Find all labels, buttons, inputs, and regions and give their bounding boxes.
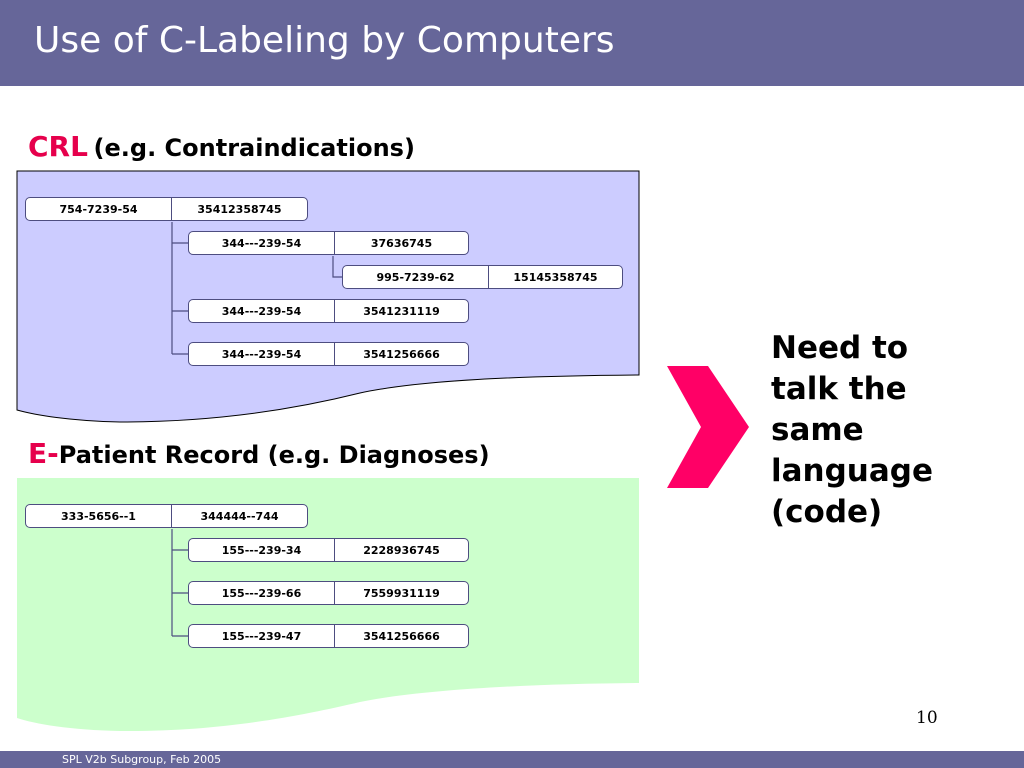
callout-line: language: [771, 453, 934, 489]
footer-bar: SPL V2b Subgroup, Feb 2005: [0, 751, 1024, 768]
patient-child-record: 155---239-47 3541256666: [188, 624, 469, 648]
record-value: 3541256666: [363, 347, 440, 361]
record-code: 333-5656--1: [26, 505, 172, 527]
crl-child-record: 344---239-54 3541231119: [188, 299, 469, 323]
record-value: 35412358745: [197, 202, 282, 216]
slide-title: Use of C-Labeling by Computers: [34, 20, 615, 61]
callout-line: same: [771, 412, 864, 448]
record-code: 754-7239-54: [26, 198, 172, 220]
callout-line: (code): [771, 494, 883, 530]
crl-root-record: 754-7239-54 35412358745: [25, 197, 308, 221]
record-code: 344---239-54: [189, 343, 335, 365]
crl-child-record: 344---239-54 3541256666: [188, 342, 469, 366]
patient-tree-lines: [171, 529, 188, 637]
title-bar: Use of C-Labeling by Computers: [0, 0, 1024, 86]
footer-text: SPL V2b Subgroup, Feb 2005: [62, 753, 222, 766]
record-code: 344---239-54: [189, 232, 335, 254]
patient-child-record: 155---239-34 2228936745: [188, 538, 469, 562]
record-value: 15145358745: [513, 270, 598, 284]
patient-label: Patient Record (e.g. Diagnoses): [58, 441, 490, 469]
record-code: 155---239-66: [189, 582, 335, 604]
callout-line: Need to: [771, 330, 909, 366]
crl-prefix: CRL: [28, 130, 88, 163]
record-code: 155---239-34: [189, 539, 335, 561]
patient-child-record: 155---239-66 7559931119: [188, 581, 469, 605]
arrow-icon: [667, 366, 749, 488]
callout-line: talk the: [771, 371, 907, 407]
record-value: 2228936745: [363, 543, 440, 557]
crl-grandchild-record: 995-7239-62 15145358745: [342, 265, 623, 289]
crl-heading: CRL (e.g. Contraindications): [28, 130, 415, 163]
patient-heading: E-Patient Record (e.g. Diagnoses): [28, 437, 490, 470]
page-number: 10: [916, 708, 938, 728]
record-value: 344444--744: [200, 509, 279, 523]
record-value: 3541231119: [363, 304, 440, 318]
crl-child-record: 344---239-54 37636745: [188, 231, 469, 255]
record-value: 37636745: [370, 236, 433, 250]
record-code: 995-7239-62: [343, 266, 489, 288]
crl-tree-lines: [171, 222, 342, 355]
record-value: 3541256666: [363, 629, 440, 643]
crl-label: (e.g. Contraindications): [93, 134, 415, 162]
callout-text: Need to talk the same language (code): [771, 328, 971, 533]
record-code: 344---239-54: [189, 300, 335, 322]
record-value: 7559931119: [363, 586, 440, 600]
record-code: 155---239-47: [189, 625, 335, 647]
patient-prefix: E-: [28, 437, 59, 470]
patient-root-record: 333-5656--1 344444--744: [25, 504, 308, 528]
